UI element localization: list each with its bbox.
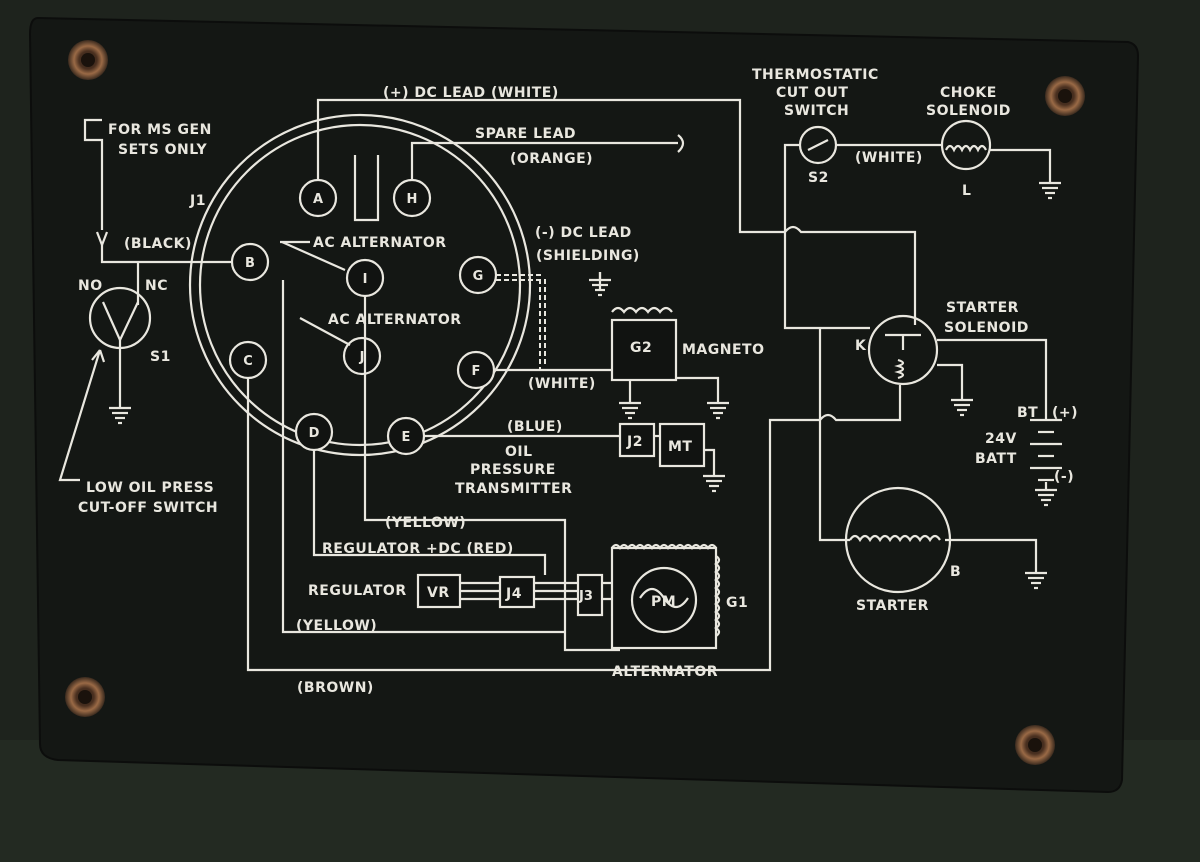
bt-plus-label: (+) (1052, 405, 1078, 421)
svg-text:J: J (359, 350, 365, 365)
connector-j1: J1 (188, 113, 532, 457)
choke-label: SOLENOID (926, 103, 1011, 119)
wires (58, 98, 1063, 672)
l-label: L (962, 183, 971, 199)
connector-j3 (576, 573, 604, 617)
svg-text:F: F (472, 364, 481, 379)
connector-j2 (618, 422, 656, 458)
bt-label: BT (1017, 405, 1038, 421)
svg-text:E: E (402, 430, 411, 445)
no-label: NO (78, 278, 103, 294)
battery-label: 24V (985, 431, 1017, 447)
yellow-lead-label: (YELLOW) (385, 515, 466, 531)
connector-label: J1 (189, 193, 206, 209)
white-lead-label: (WHITE) (528, 376, 596, 392)
pm-label: PM (651, 594, 676, 610)
svg-text:A: A (313, 192, 323, 207)
oil-pressure-transmitter (658, 422, 706, 468)
svg-text:D: D (309, 426, 320, 441)
battery-label: BATT (975, 451, 1017, 467)
screw-icon (1045, 76, 1085, 116)
j4-label: J4 (505, 586, 522, 602)
svg-text:H: H (407, 192, 418, 207)
ac-alternator-label: AC ALTERNATOR (328, 312, 462, 328)
spare-lead-label: SPARE LEAD (475, 126, 576, 142)
shielding-label: (SHIELDING) (536, 248, 640, 264)
pin-g: G (458, 255, 498, 295)
thermostatic-label: THERMOSTATIC (752, 67, 879, 83)
blue-lead-label: (BLUE) (507, 419, 563, 435)
alternator-label: ALTERNATOR (612, 664, 718, 680)
thermostatic-label: CUT OUT (776, 85, 848, 101)
thermostatic-label: SWITCH (784, 103, 849, 119)
labels: (+) DC LEAD (WHITE) SPARE LEAD (ORANGE) … (78, 67, 1078, 696)
dc-minus-lead-label: (-) DC LEAD (535, 225, 632, 241)
ms-gen-label: FOR MS GEN (108, 122, 212, 138)
svg-text:C: C (243, 354, 253, 369)
battery-bt (1030, 418, 1062, 507)
pin-b: B (230, 242, 270, 282)
pin-e: E (386, 416, 426, 456)
nc-label: NC (145, 278, 168, 294)
regulator-dc-label: REGULATOR +DC (RED) (322, 541, 514, 557)
black-lead-label: (BLACK) (124, 236, 192, 252)
j2-label: J2 (626, 434, 643, 450)
starter-label: STARTER (856, 598, 929, 614)
k-label: K (855, 338, 867, 354)
pin-i: I (345, 258, 385, 298)
ac-alternator-label: AC ALTERNATOR (313, 235, 447, 251)
ms-gen-label: SETS ONLY (118, 142, 208, 158)
pin-c: C (228, 340, 268, 380)
vr-label: VR (427, 585, 450, 601)
regulator-label: REGULATOR (308, 583, 407, 599)
magneto-g2 (610, 318, 678, 382)
yellow-lead-label: (YELLOW) (296, 618, 377, 634)
low-oil-label: LOW OIL PRESS (86, 480, 214, 496)
pin-h: H (392, 178, 432, 218)
dc-plus-lead-label: (+) DC LEAD (WHITE) (383, 85, 559, 101)
screw-icon (68, 40, 108, 80)
pin-a: A (298, 178, 338, 218)
starter-b-label: B (950, 564, 961, 580)
starter-solenoid-label: SOLENOID (944, 320, 1029, 336)
starter-solenoid-label: STARTER (946, 300, 1019, 316)
oil-label: TRANSMITTER (455, 481, 572, 497)
bt-minus-label: (-) (1054, 469, 1074, 485)
spare-lead-color-label: (ORANGE) (510, 151, 593, 167)
screw-icon (65, 677, 105, 717)
pin-j: J (342, 336, 382, 376)
voltage-regulator-vr (416, 573, 462, 609)
white-lead-label: (WHITE) (855, 150, 923, 166)
s2-label: S2 (808, 170, 829, 186)
mt-label: MT (668, 439, 692, 455)
pin-d: D (294, 412, 334, 452)
starter-solenoid-k (867, 314, 939, 386)
choke-label: CHOKE (940, 85, 997, 101)
svg-text:G: G (473, 269, 484, 284)
oil-label: PRESSURE (470, 462, 556, 478)
magneto-label: MAGNETO (682, 342, 765, 358)
g1-label: G1 (726, 595, 748, 611)
low-oil-label: CUT-OFF SWITCH (78, 500, 218, 516)
svg-text:B: B (245, 256, 255, 271)
svg-text:I: I (363, 272, 368, 287)
screw-icon (1015, 725, 1055, 765)
choke-solenoid-l (940, 119, 992, 171)
s1-label: S1 (150, 349, 171, 365)
g2-label: G2 (630, 340, 652, 356)
brown-lead-label: (BROWN) (297, 680, 374, 696)
j3-label: J3 (578, 589, 593, 604)
pin-f: F (456, 350, 496, 390)
oil-label: OIL (505, 444, 533, 460)
